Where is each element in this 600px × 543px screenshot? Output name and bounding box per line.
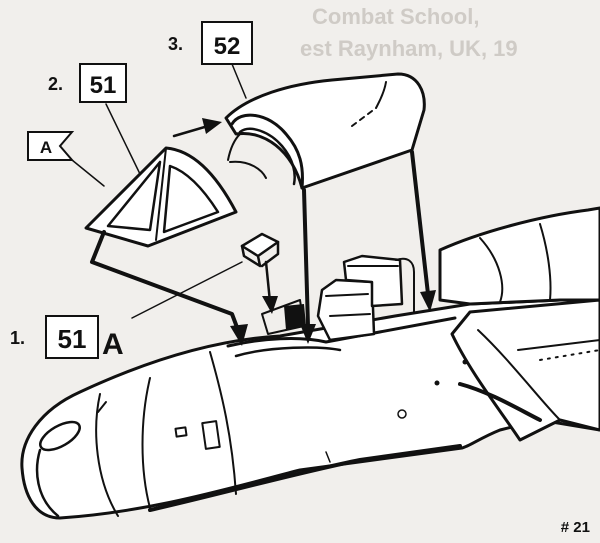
- arrow-canopy-front: [300, 188, 316, 344]
- variant-flag: A: [27, 131, 105, 187]
- leader-line-52: [231, 63, 247, 99]
- variant-flag-letter: A: [40, 138, 52, 157]
- part-box-52: [201, 21, 253, 65]
- step-2-label: 2. 51: [48, 63, 141, 175]
- step-2-number: 2.: [48, 74, 63, 94]
- ejection-seats: [261, 254, 415, 342]
- arrow-canopy-rear: [410, 150, 436, 312]
- part-box-51: [79, 63, 127, 103]
- part-number-51: 51: [90, 72, 117, 99]
- canopy-part-52: [224, 72, 426, 190]
- page-number: # 21: [561, 519, 590, 536]
- leader-line-flag: [71, 159, 105, 187]
- part-box-51a: [45, 315, 99, 359]
- step-1-label: 1. 51 A: [10, 315, 124, 361]
- part-suffix-a: A: [102, 328, 124, 361]
- ghost-text-line2: est Raynham, UK, 19: [300, 36, 518, 61]
- wing-and-intake: [438, 206, 600, 442]
- arrow-to-canopy: [172, 118, 222, 138]
- ghost-text-line1: Combat School,: [312, 4, 479, 29]
- leader-line-51a: [131, 261, 243, 319]
- step-3-number: 3.: [168, 34, 183, 54]
- part-51a: [240, 232, 280, 268]
- part-number-52: 52: [214, 33, 241, 60]
- windscreen-part-51: [84, 146, 238, 248]
- step-3-label: 3. 52: [168, 21, 253, 99]
- step-1-number: 1.: [10, 328, 25, 348]
- arrow-51a: [262, 260, 278, 314]
- arrow-windscreen: [90, 230, 248, 346]
- leader-line-51: [105, 103, 141, 175]
- fuselage: [20, 296, 600, 520]
- part-number-51a: 51: [58, 324, 87, 354]
